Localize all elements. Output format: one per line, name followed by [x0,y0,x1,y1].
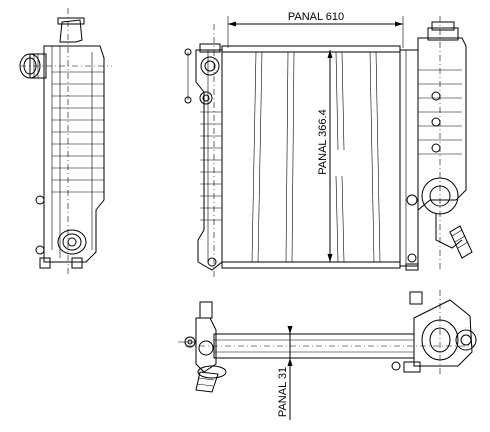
left-hose [195,365,227,393]
side-view [19,8,112,275]
height-label: PANAL 366.4 [317,109,329,174]
left-tank-ribs [200,111,222,221]
front-view [184,16,473,280]
width-dimension: PANAL 610 [227,11,404,48]
tank-ribs [52,71,104,193]
top-view [178,290,477,393]
width-label: PANAL 610 [288,11,344,23]
depth-label: PANAL 31 [277,367,289,417]
depth-dimension: PANAL 31 [277,326,293,420]
height-dimension: PANAL 366.4 [317,50,333,262]
lower-outlet [57,229,87,255]
lower-hose [449,225,473,259]
core-tubes [251,51,381,263]
